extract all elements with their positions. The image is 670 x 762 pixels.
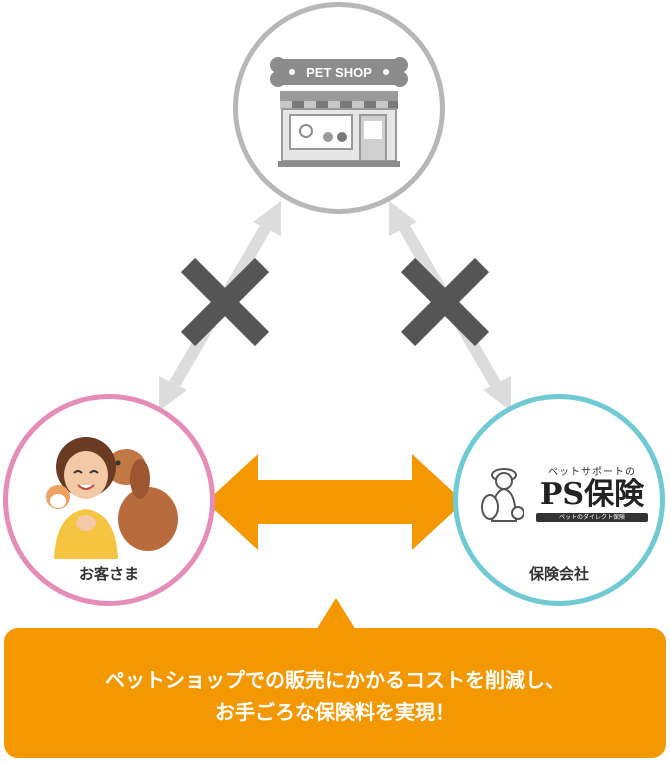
pet-shop-sign-text: PET SHOP	[306, 65, 372, 80]
summary-callout: ペットショップでの販売にかかるコストを削減し、 お手ごろな保険料を実現！	[4, 628, 666, 758]
pet-shop-sign: PET SHOP	[270, 57, 408, 87]
callout-text: ペットショップでの販売にかかるコストを削減し、 お手ごろな保険料を実現！	[4, 664, 666, 728]
direct-arrow-customer-insurer	[206, 454, 464, 550]
ps-tagline: ペットサポートの	[548, 467, 636, 478]
customer-with-dog-icon	[46, 437, 178, 559]
pet-shop-icon: PET SHOP	[270, 57, 408, 167]
callout-pointer	[316, 598, 356, 630]
ps-subline: ペットのダイレクト保険	[536, 513, 648, 522]
cross-icon	[400, 257, 490, 347]
pet-shop-node: PET SHOP	[233, 2, 445, 214]
cross-icon	[180, 257, 270, 347]
person-with-pets-icon	[481, 468, 524, 522]
insurer-node: ペットサポートの PS保険 ペットのダイレクト保険 保険会社	[453, 394, 665, 606]
ps-insurance-logo: ペットサポートの PS保険 ペットのダイレクト保険	[528, 463, 656, 522]
callout-line-1: ペットショップでの販売にかかるコストを削減し、	[105, 668, 565, 692]
insurer-label: 保険会社	[528, 565, 589, 583]
ps-logo-text: PS保険	[539, 477, 645, 512]
customer-label: お客さま	[78, 565, 139, 583]
callout-line-2: お手ごろな保険料を実現！	[215, 700, 455, 724]
customer-node: お客さま	[3, 394, 215, 606]
